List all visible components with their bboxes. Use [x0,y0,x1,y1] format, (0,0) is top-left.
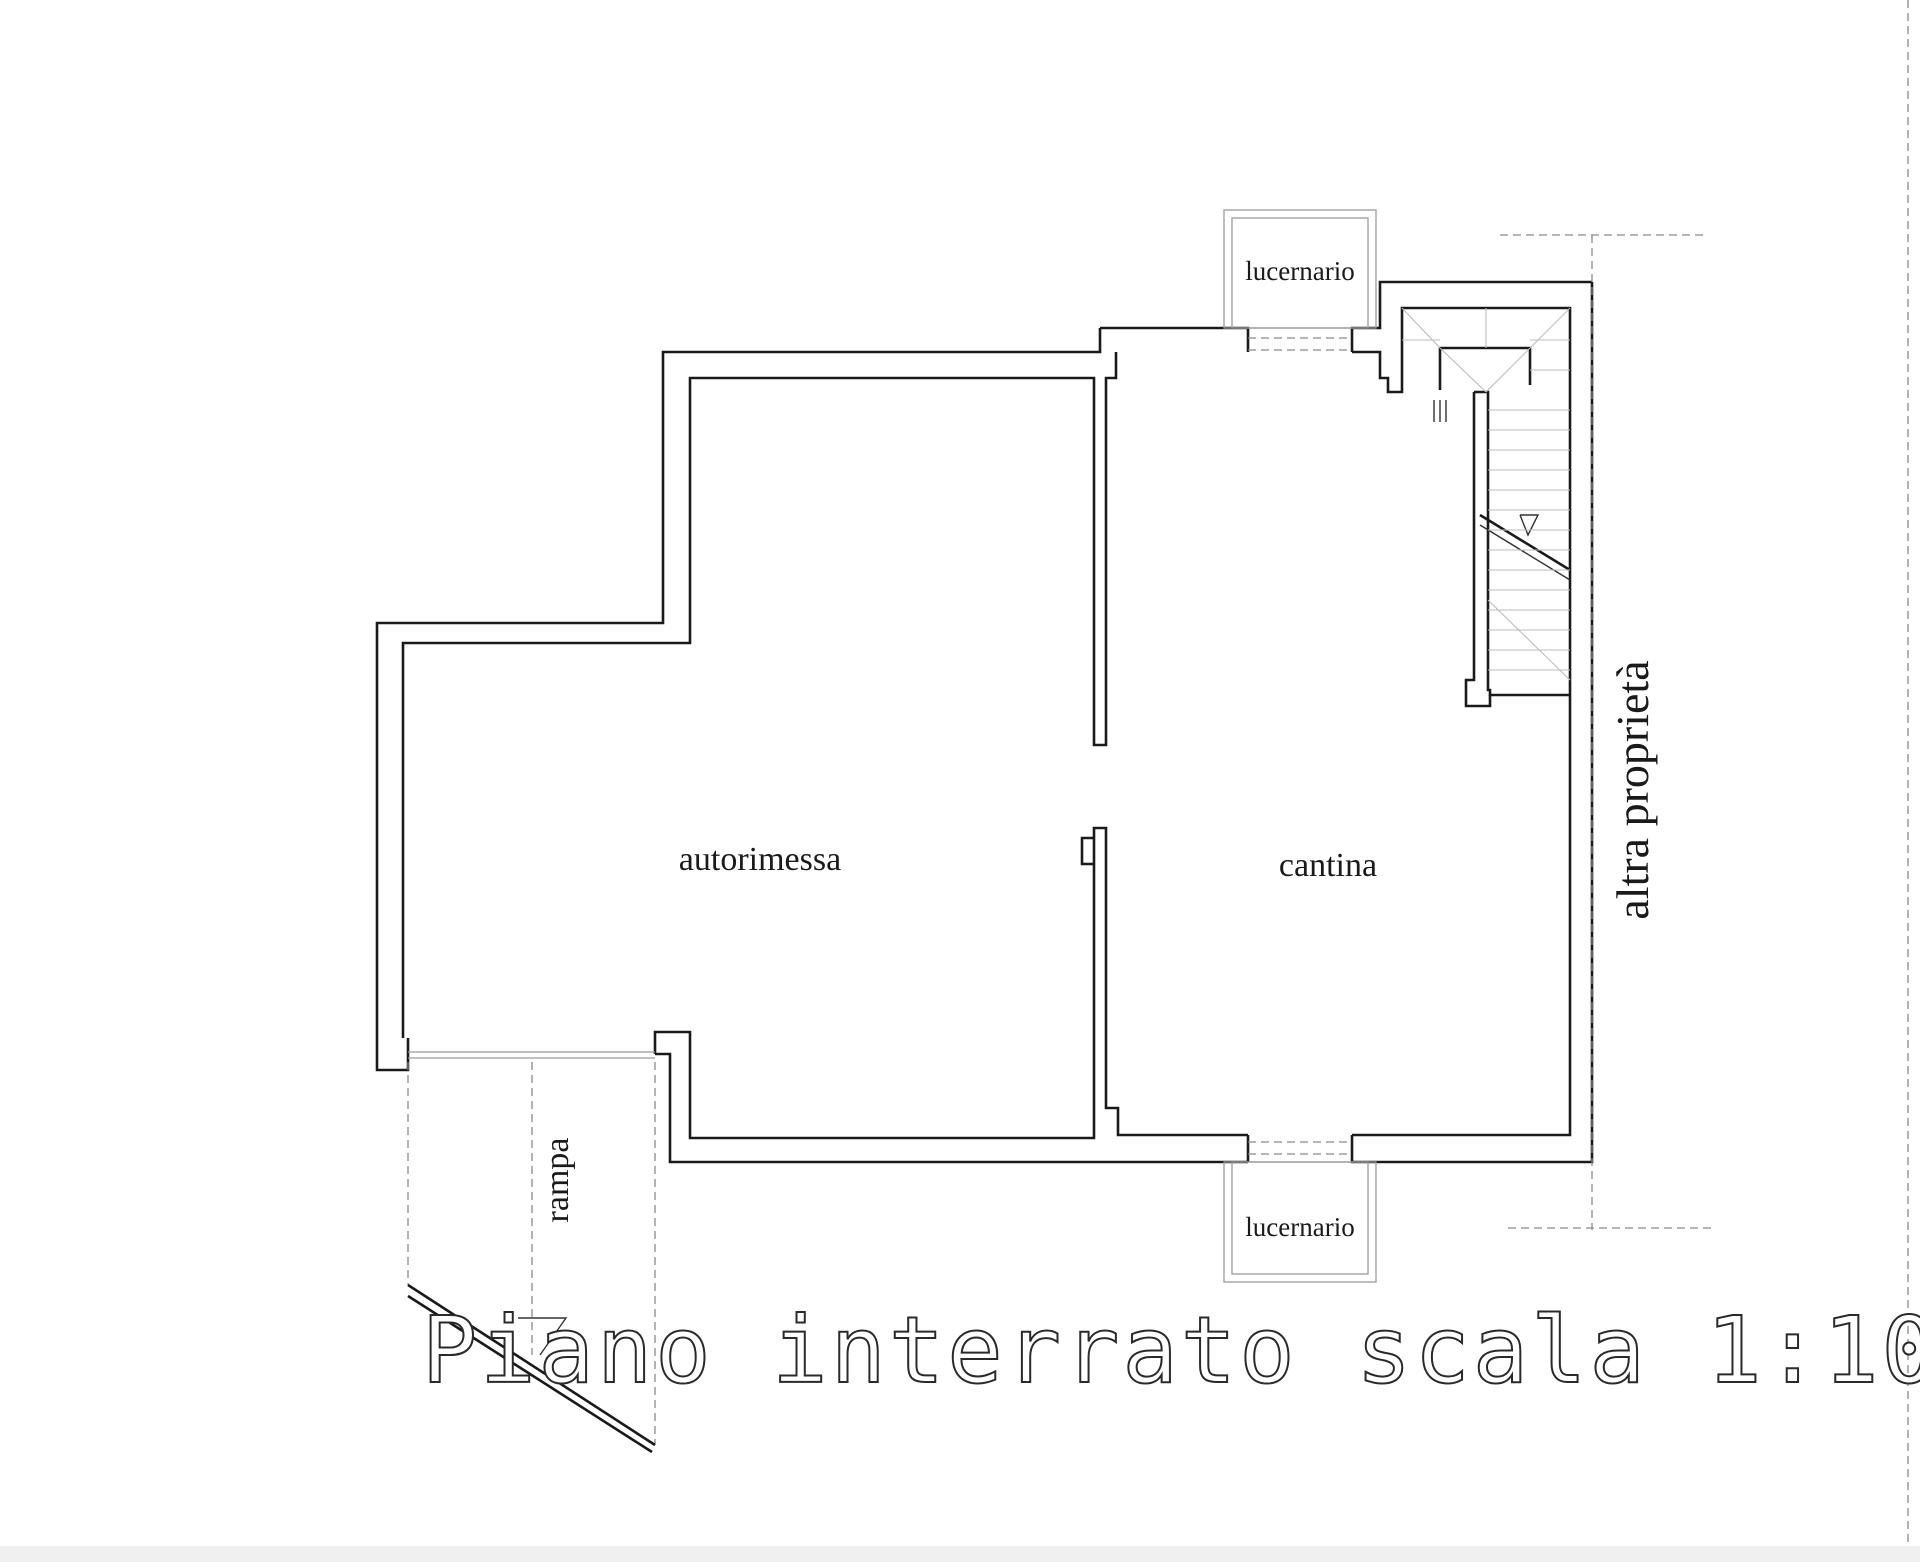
page-bottom-edge [0,1546,1920,1562]
drawing-title: Piano interrato scala 1:100 [422,1297,1920,1404]
stair-arrow-icon [1519,514,1540,537]
stair-cut-line [1479,513,1571,572]
ramp-label: rampa [539,1138,576,1223]
cellar-top-wall-right [1350,280,1592,352]
ramp-end-wall [407,1283,656,1447]
stair-treads [1401,307,1571,681]
skylight-top-frame-inner [1231,217,1369,329]
partition-notch [1080,836,1094,866]
ramp-arrow-icon [518,1317,568,1356]
stair-cut-line [1479,524,1571,581]
garage-inner-wall [401,352,1118,1038]
cellar-stair-enclosure [1352,306,1572,1137]
cellar-right-outer-wall [1350,282,1594,1164]
stair-landing [1464,392,1492,708]
skylight-top-label: lucernario [1245,256,1354,286]
cellar-top-wall-left [1100,326,1250,352]
room-label-cellar: cantina [1279,847,1377,884]
garage-bottom-wall [655,1052,1248,1164]
garage-right-jamb [653,826,1248,1140]
garage-outer-wall [375,328,1102,1072]
stair-inner-wall [1438,346,1532,390]
skylight-bottom-frame-inner [1231,1161,1369,1275]
skylight-bottom-label: lucernario [1245,1212,1354,1242]
room-label-garage: autorimessa [679,841,841,878]
neighbor-property-label: altra proprietà [1607,660,1658,919]
ramp-end-wall [407,1294,653,1454]
